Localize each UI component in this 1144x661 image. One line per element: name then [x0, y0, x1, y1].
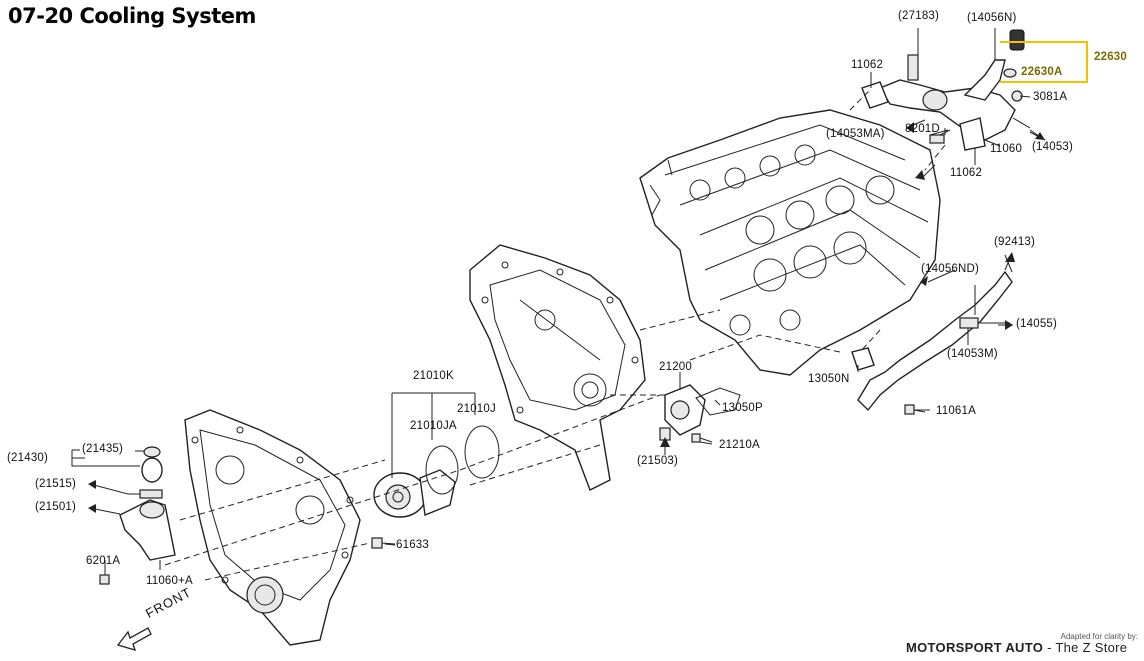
label-21503: (21503): [637, 455, 679, 467]
label-14053M: (14053M): [947, 348, 998, 360]
footer-brand: MOTORSPORT AUTO - The Z Store: [906, 640, 1127, 655]
label-11062-top: 11062: [851, 59, 884, 71]
inlet-21501: [119, 499, 176, 561]
cap-21435: [143, 446, 161, 458]
label-11062-bottom: 11062: [950, 167, 983, 179]
label-21010JA: 21010JA: [410, 420, 457, 432]
gasket-21010JA: [425, 445, 459, 495]
thermostat-housing: [659, 384, 741, 443]
thermostat-21430: [141, 457, 163, 483]
engine-block: [639, 109, 941, 376]
timing-chain-case: [469, 244, 646, 491]
label-21010J: 21010J: [457, 403, 496, 415]
front-cover: [184, 409, 361, 646]
label-3081A: 3081A: [1033, 91, 1068, 103]
label-21210A: 21210A: [719, 439, 760, 451]
label-13050N: 13050N: [808, 373, 850, 385]
highlight-callout: [1000, 41, 1088, 83]
label-11060: 11060: [990, 143, 1023, 155]
label-21010K: 21010K: [413, 370, 454, 382]
label-14053MA: (14053MA): [826, 128, 885, 140]
bolt-6201A: [99, 574, 110, 585]
footer-separator: -: [1043, 640, 1056, 655]
label-27183: (27183): [898, 10, 940, 22]
label-21515: (21515): [35, 478, 77, 490]
label-11060A: 11060+A: [146, 575, 193, 587]
label-21200: 21200: [659, 361, 692, 373]
label-21430: (21430): [7, 452, 49, 464]
label-14056N: (14056N): [967, 12, 1017, 24]
label-22630A: 22630A: [1021, 66, 1063, 78]
label-92413: (92413): [994, 236, 1036, 248]
lower-water-pipe: [851, 270, 1013, 415]
leader-lines: [71, 28, 1046, 581]
upper-water-outlet: [861, 29, 1031, 151]
label-8201D: 8201D: [905, 123, 940, 135]
label-14053: (14053): [1032, 141, 1074, 153]
front-arrow-icon: [116, 627, 152, 651]
bolt-61633: [371, 537, 396, 549]
label-21501: (21501): [35, 501, 77, 513]
arrowheads: [88, 122, 1045, 513]
label-11061A: 11061A: [936, 405, 976, 417]
page-title: 07-20 Cooling System: [8, 4, 256, 28]
label-14056ND: (14056ND): [921, 263, 980, 275]
label-21435: (21435): [82, 443, 124, 455]
gasket-21010J: [464, 425, 500, 479]
label-61633: 61633: [396, 539, 429, 551]
water-pump: [373, 469, 456, 518]
label-14055: (14055): [1016, 318, 1058, 330]
credit-note: Adapted for clarity by:: [1060, 632, 1138, 641]
label-22630: 22630: [1094, 51, 1127, 63]
label-6201A: 6201A: [86, 555, 121, 567]
label-13050P: 13050P: [722, 402, 763, 414]
footer-brand-name: MOTORSPORT AUTO: [906, 640, 1044, 655]
footer-store-name: The Z Store: [1055, 640, 1128, 655]
